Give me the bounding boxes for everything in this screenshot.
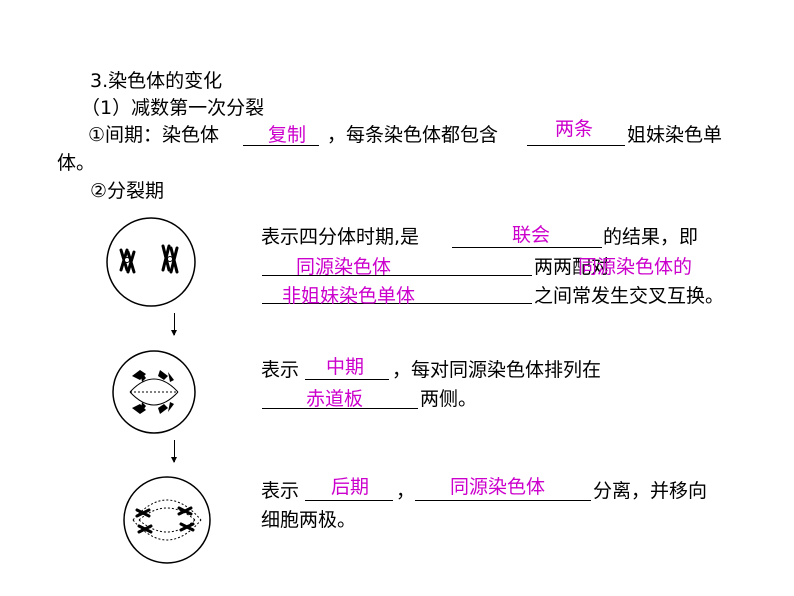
blank-underline [262,408,418,409]
stage2-suffix: ，每对同源染色体排列在 [392,359,602,381]
blank-underline [452,247,602,248]
arrow-down [171,313,177,336]
blank-underline [305,379,389,380]
answer-anaphase: 后期 [331,476,370,498]
stage1-crossover: 之间常发生交叉互换。 [534,285,725,307]
answer-synapsis: 联会 [512,224,551,246]
subheading: （1）减数第一次分裂 [81,97,265,119]
anaphase-cell-icon [123,476,211,564]
stage1-pairing: 两两配对 [534,256,611,278]
stage1-suffix: 的结果，即 [603,226,699,248]
stage3-prefix: 表示 [261,480,300,502]
blank-underline [262,275,532,276]
answer-two: 两条 [555,118,594,140]
prophase-cell-icon [106,217,196,307]
stage3-suffix: 分离，并移向 [593,480,708,502]
interphase-wrap: 体。 [57,152,96,174]
answer-nonsister: 非姐妹染色单体 [282,285,416,307]
answer-homologous-separate: 同源染色体 [450,476,546,498]
stage3-poles: 细胞两极。 [261,509,357,531]
stage2-sides: 两侧。 [420,388,478,410]
metaphase-cell-icon [112,350,196,434]
answer-replication: 复制 [268,124,307,146]
blank-underline [262,303,532,304]
answer-metaphase: 中期 [326,356,365,378]
section-heading: 3.染色体的变化 [90,70,223,92]
blank-underline [415,500,591,501]
stage3-comma: ， [396,480,416,502]
blank-underline [243,145,319,146]
answer-equatorial: 赤道板 [306,388,364,410]
answer-homologous-overlap: 同源染色体的 [578,256,693,278]
blank-underline [527,145,625,146]
interphase-suffix: 姐妹染色单 [627,124,723,146]
blank-underline [305,500,393,501]
stage2-prefix: 表示 [261,359,300,381]
interphase-middle: ，每条染色体都包含 [327,124,499,146]
stage1-prefix: 表示四分体时期,是 [261,226,420,248]
answer-homologous: 同源染色体 [296,256,392,278]
interphase-prefix: ①间期：染色体 [88,124,220,146]
arrow-down [171,440,177,463]
division-label: ②分裂期 [90,180,165,202]
